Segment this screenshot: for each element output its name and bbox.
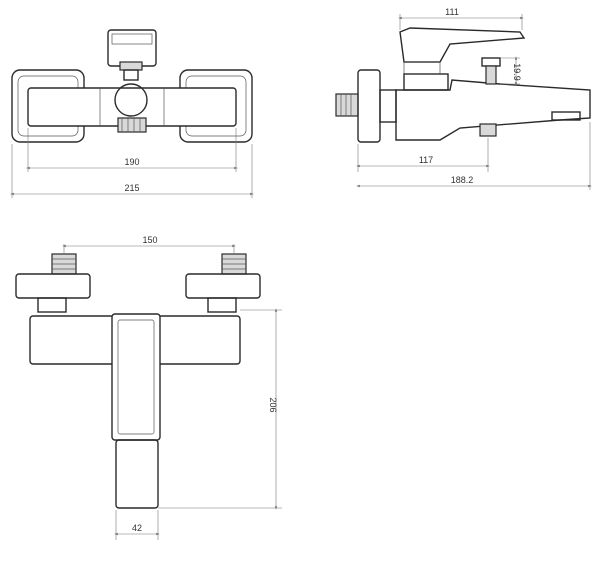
right-flange-front — [185, 273, 261, 299]
dim-188-2: 188.2 — [451, 175, 474, 185]
lever-handle-front — [111, 313, 161, 441]
dim-190: 190 — [124, 157, 139, 167]
dim-117: 117 — [419, 155, 433, 165]
wall-flange-side — [357, 69, 381, 143]
dim-19-9: 19.9 — [512, 63, 522, 81]
lever-handle-top — [107, 29, 157, 67]
side-view: 111 19.9 117 188.2 — [335, 7, 592, 190]
dim-215: 215 — [124, 183, 139, 193]
spout-front — [115, 439, 159, 509]
dim-111: 111 — [445, 7, 459, 17]
dim-150: 150 — [142, 235, 157, 245]
dim-42: 42 — [132, 523, 142, 533]
dim-206: 206 — [268, 397, 278, 412]
left-flange-front — [15, 273, 91, 299]
mixer-body-side — [395, 79, 591, 141]
top-view: 190 215 — [10, 29, 254, 198]
front-view: 150 206 42 — [15, 235, 282, 540]
lever-handle-side — [399, 27, 526, 63]
